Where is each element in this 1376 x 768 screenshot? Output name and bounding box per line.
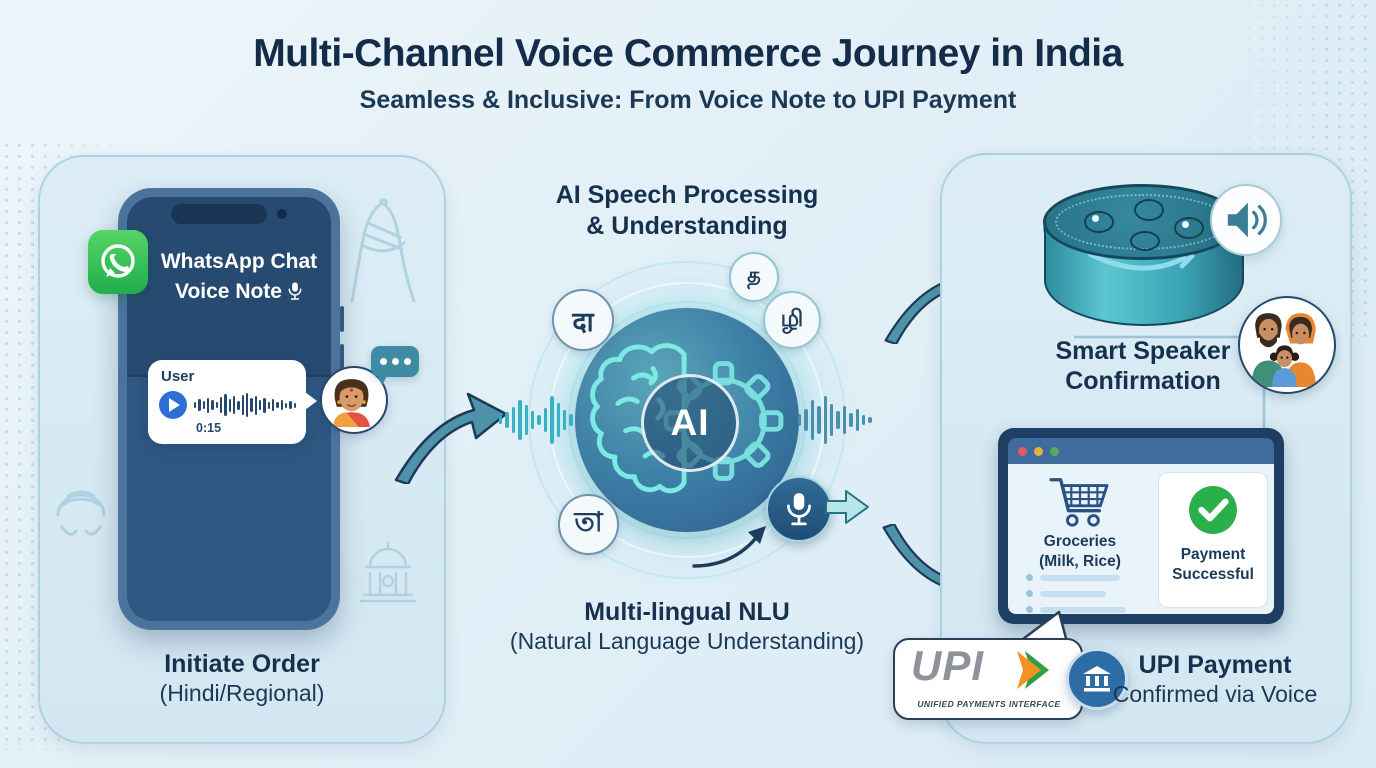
browser-body: Groceries (Milk, Rice) Payment Successfu… [1008, 464, 1274, 614]
phone-mockup: WhatsApp Chat Voice Note User 0:15 [88, 188, 344, 630]
cart-icon [1049, 478, 1109, 527]
order-list-row [1026, 606, 1126, 613]
bank-icon [1066, 648, 1128, 710]
whatsapp-icon [88, 230, 148, 294]
arrow-phone-to-ai [394, 392, 508, 484]
audio-waveform-right [798, 392, 872, 448]
voice-message-sender: User [161, 368, 195, 385]
check-icon [1189, 486, 1237, 534]
window-minimize-dot [1034, 446, 1043, 456]
language-badge-hindi: दा [552, 289, 614, 351]
whatsapp-header-line2: Voice Note [175, 280, 282, 304]
left-caption-line2: (Hindi/Regional) [159, 680, 325, 706]
sari-outline-icon [350, 198, 416, 303]
whatsapp-header-line1: WhatsApp Chat [160, 250, 318, 273]
center-caption-line2: (Natural Language Understanding) [509, 628, 865, 654]
upi-tagline: UNIFIED PAYMENTS INTERFACE [917, 699, 1061, 709]
family-avatar [1238, 296, 1336, 394]
payment-status-label: Payment Successful [1159, 545, 1267, 585]
window-maximize-dot [1050, 446, 1059, 456]
chat-dots-bubble [371, 346, 419, 385]
center-heading-line2: & Understanding [586, 212, 788, 240]
ai-processing-hub: AI दा த ழி তা [527, 252, 847, 580]
small-arrow-to-mic [692, 526, 766, 568]
voice-message-duration: 0:15 [196, 421, 222, 435]
browser-window: Groceries (Milk, Rice) Payment Successfu… [998, 428, 1284, 624]
voice-message-bubble: User 0:15 [148, 360, 317, 444]
phone-side-button [340, 344, 344, 370]
language-badge-tamil-2: ழி [763, 291, 821, 349]
whatsapp-header-text: WhatsApp Chat Voice Note [159, 247, 319, 308]
payment-status-line2: Successful [1172, 566, 1254, 584]
upi-logo-text: UPI [911, 642, 985, 689]
order-list-row [1026, 590, 1106, 597]
browser-titlebar [1008, 438, 1274, 464]
language-badge-bengali: তা [558, 494, 619, 555]
upi-logo-badge: UPI UNIFIED PAYMENTS INTERFACE [893, 638, 1083, 720]
cart-label: Groceries (Milk, Rice) [1012, 532, 1148, 572]
volume-icon [1210, 184, 1282, 256]
order-list-row [1026, 574, 1120, 581]
voice-output-mic-badge [766, 476, 832, 542]
phone-camera-dot [277, 209, 287, 219]
payment-success-card: Payment Successful [1158, 472, 1268, 608]
play-button[interactable] [159, 391, 187, 419]
payment-status-line1: Payment [1180, 546, 1246, 563]
center-heading-line1: AI Speech Processing [555, 181, 819, 209]
ai-core-label: AI [641, 374, 739, 472]
speaker-top-face [1043, 184, 1241, 260]
user-avatar [320, 366, 388, 434]
voice-waveform [194, 392, 296, 418]
center-caption-line1: Multi-lingual NLU [584, 598, 790, 626]
speaker-caption-line2: Confirmation [1065, 367, 1221, 395]
left-caption-line1: Initiate Order [164, 650, 320, 678]
payment-caption-line1: UPI Payment [1138, 651, 1292, 679]
speaker-caption-line1: Smart Speaker [1055, 337, 1231, 365]
turban-icon [56, 490, 106, 536]
window-close-dot [1018, 446, 1027, 456]
mic-output-arrow [825, 490, 869, 524]
smart-speaker [1040, 182, 1245, 330]
mic-icon [288, 282, 302, 301]
upi-arrow-icon [1017, 651, 1049, 689]
page-title: Multi-Channel Voice Commerce Journey in … [253, 32, 1123, 75]
page-subtitle: Seamless & Inclusive: From Voice Note to… [359, 86, 1017, 114]
phone-notch [171, 204, 267, 224]
language-badge-tamil-1: த [729, 252, 779, 302]
phone-side-button [340, 306, 344, 332]
payment-caption-line2: Confirmed via Voice [1112, 681, 1318, 707]
phone-screen: WhatsApp Chat Voice Note User 0:15 [127, 197, 331, 621]
cart-label-line1: Groceries [1043, 533, 1117, 550]
cart-label-line2: (Milk, Rice) [1039, 553, 1121, 571]
temple-icon [359, 541, 417, 603]
audio-waveform-left [499, 392, 573, 448]
